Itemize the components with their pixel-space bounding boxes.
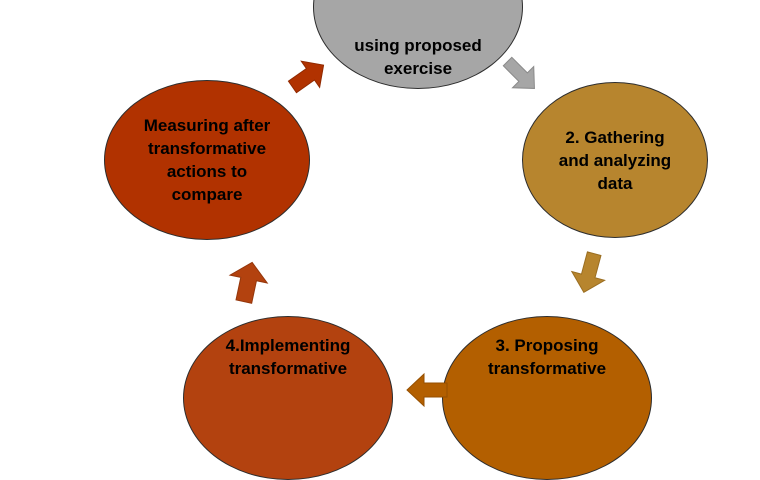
cycle-step-4: 4.Implementing transformative [183, 316, 393, 480]
cycle-step-2: 2. Gathering and analyzing data [522, 82, 708, 238]
arrow-step1-to-step2-icon [502, 56, 535, 89]
cycle-step-1: using proposed exercise [313, 0, 523, 89]
cycle-step-4-label: 4.Implementing transformative [225, 336, 351, 378]
arrow-step5-to-step1-icon [287, 60, 325, 94]
cycle-step-3-label: 3. Proposing transformative [487, 336, 607, 378]
cycle-step-5: Measuring after transformative actions t… [104, 80, 310, 240]
cycle-step-5-label: Measuring after transformative actions t… [143, 116, 271, 204]
cycle-step-3: 3. Proposing transformative [442, 316, 652, 480]
cycle-step-1-label: using proposed exercise [354, 36, 482, 78]
cycle-step-2-label: 2. Gathering and analyzing data [558, 127, 672, 193]
arrow-step2-to-step3-icon [570, 251, 606, 294]
arrow-step3-to-step4-icon [406, 372, 448, 408]
arrow-step4-to-step5-icon [228, 261, 269, 304]
